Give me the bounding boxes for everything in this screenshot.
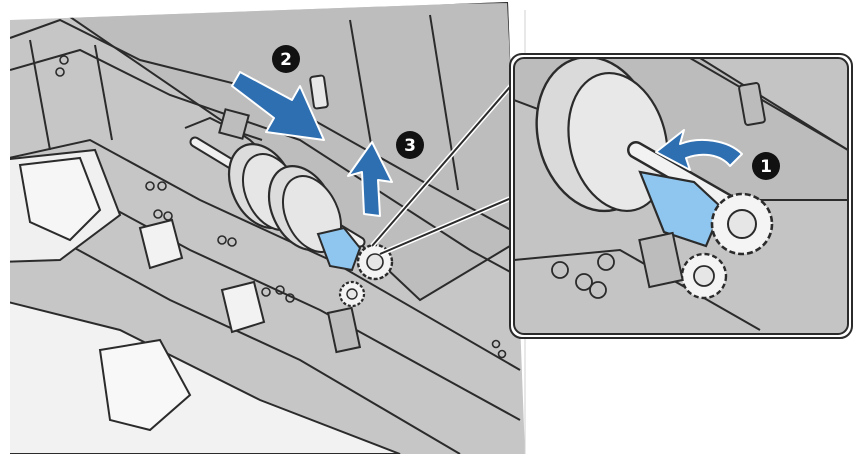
rib-line — [29, 39, 51, 151]
step-number-2: 2 — [280, 50, 292, 70]
step-number-1: 1 — [760, 157, 772, 177]
rib-line — [429, 14, 459, 191]
zoom-inset: 1 — [509, 53, 853, 339]
release-lever-arrow — [655, 129, 743, 171]
feed-pad — [138, 218, 184, 270]
inset-line — [514, 248, 761, 331]
bracket-hook — [218, 108, 250, 140]
step-badge-1: 1 — [752, 152, 780, 180]
output-tray-white — [10, 298, 401, 454]
blue-arrow-icon — [655, 129, 743, 171]
step-badge-icon — [752, 152, 780, 180]
gear-icon — [680, 192, 774, 300]
slide-roller-arrow — [231, 71, 325, 141]
tray-tab — [98, 338, 192, 432]
inset-line — [689, 58, 848, 151]
gear-bracket — [638, 231, 684, 289]
sensor-slot — [309, 74, 329, 110]
inset-slot — [738, 82, 766, 126]
screw-holes — [55, 55, 507, 359]
step-number-3: 3 — [404, 136, 416, 156]
paper-guide-tab — [18, 156, 102, 242]
frame-line — [10, 18, 521, 236]
feed-pad — [220, 280, 266, 334]
step-badge-3: 3 — [396, 131, 424, 159]
step-badge-icon — [396, 131, 424, 159]
callout-line — [371, 79, 517, 247]
callout-line — [379, 195, 517, 255]
blue-arrow-icon — [347, 141, 393, 217]
gear-bracket — [326, 306, 362, 354]
rib-line — [349, 19, 373, 151]
frame-line — [10, 138, 521, 371]
lift-roller-arrow — [347, 141, 393, 217]
inset-frame-inner — [513, 57, 849, 335]
step-badge-icon — [272, 45, 300, 73]
roller-lever-blue — [316, 226, 362, 272]
step-badge-2: 2 — [272, 45, 300, 73]
blue-arrow-icon — [231, 71, 325, 141]
main-view — [10, 2, 525, 454]
rib-line — [94, 44, 113, 141]
inset-screw-holes — [551, 253, 615, 299]
